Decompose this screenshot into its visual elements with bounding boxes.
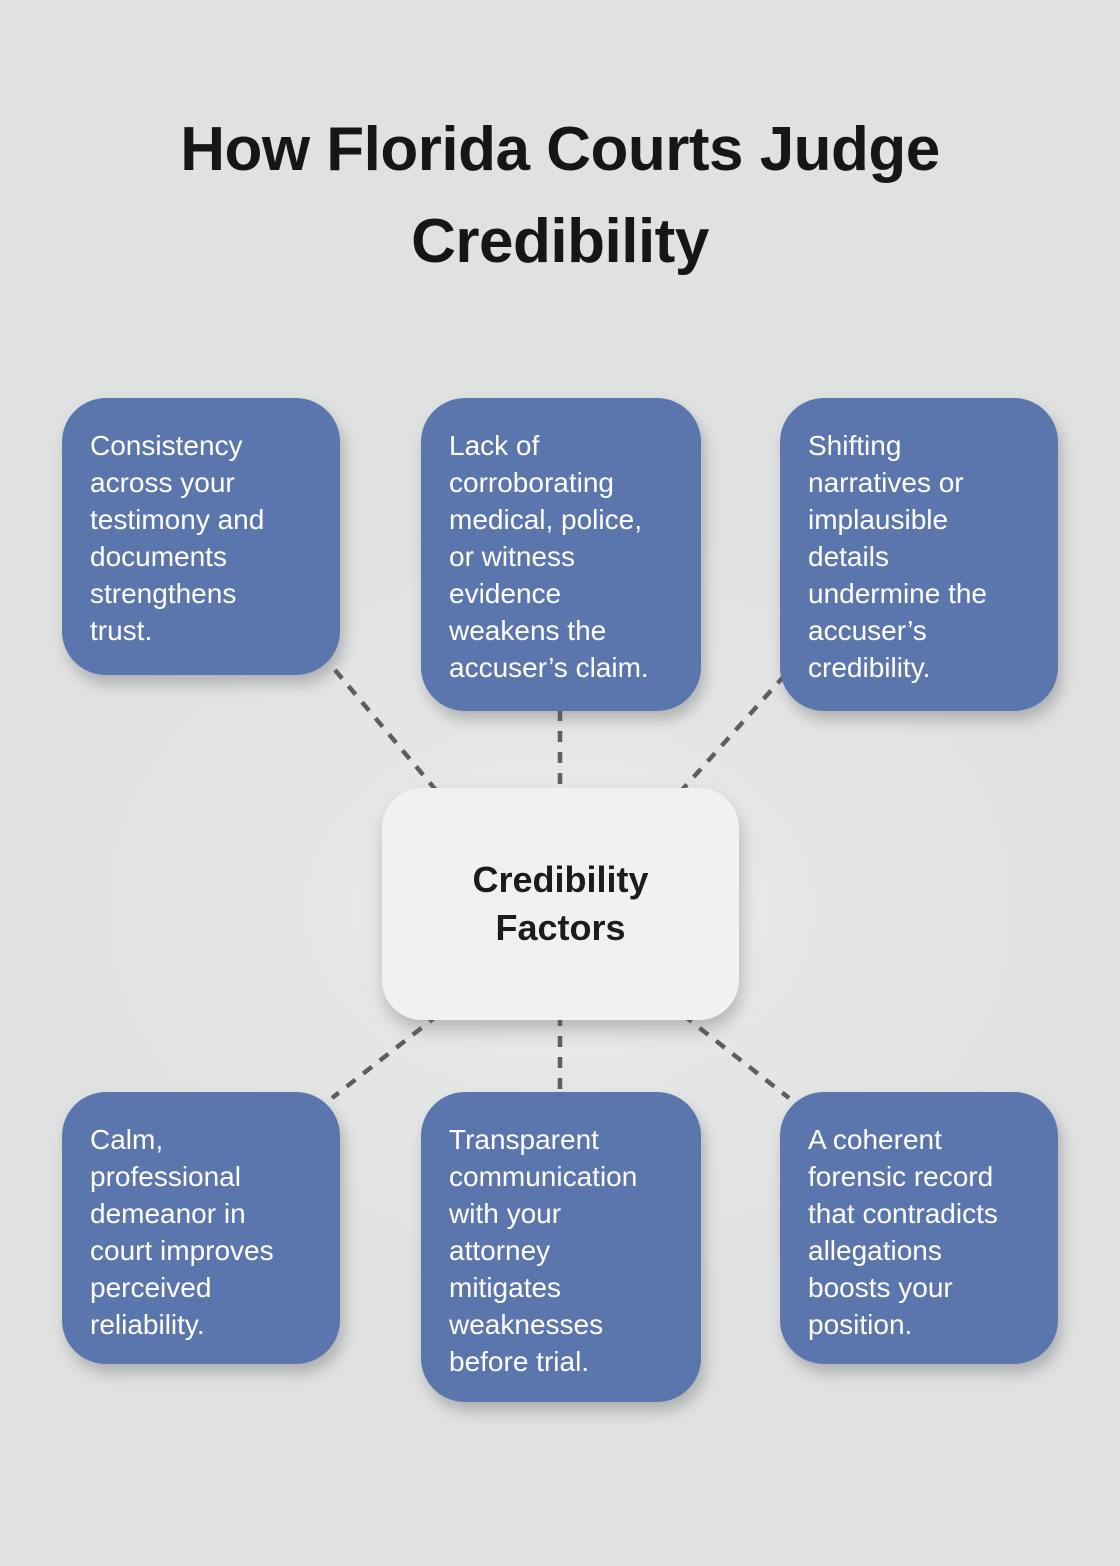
page-title: How Florida Courts Judge Credibility xyxy=(180,115,940,276)
center-node: Credibility Factors xyxy=(382,788,739,1020)
factor-card-text: Lack of corroborating medical, police, o… xyxy=(449,430,649,683)
center-node-label: Credibility Factors xyxy=(472,859,649,948)
factor-card-communication: Transparent communication with your atto… xyxy=(421,1092,701,1402)
factor-card-text: Transparent communication with your atto… xyxy=(449,1124,638,1377)
factor-card-consistency: Consistency across your testimony and do… xyxy=(62,398,340,675)
factor-card-text: Consistency across your testimony and do… xyxy=(90,430,265,646)
connector-bottom-left xyxy=(330,1013,440,1100)
factor-card-shifting-narratives: Shifting narratives or implausible detai… xyxy=(780,398,1058,711)
factor-card-demeanor: Calm, professional demeanor in court imp… xyxy=(62,1092,340,1364)
connector-top-right xyxy=(680,673,787,792)
factor-card-corroborating-evidence: Lack of corroborating medical, police, o… xyxy=(421,398,701,711)
connector-bottom-right xyxy=(681,1013,791,1100)
factor-card-text: Calm, professional demeanor in court imp… xyxy=(90,1124,274,1340)
factor-card-forensic-record: A coherent forensic record that contradi… xyxy=(780,1092,1058,1364)
connector-top-left xyxy=(333,668,442,797)
factor-card-text: A coherent forensic record that contradi… xyxy=(808,1124,998,1340)
factor-card-text: Shifting narratives or implausible detai… xyxy=(808,430,988,683)
